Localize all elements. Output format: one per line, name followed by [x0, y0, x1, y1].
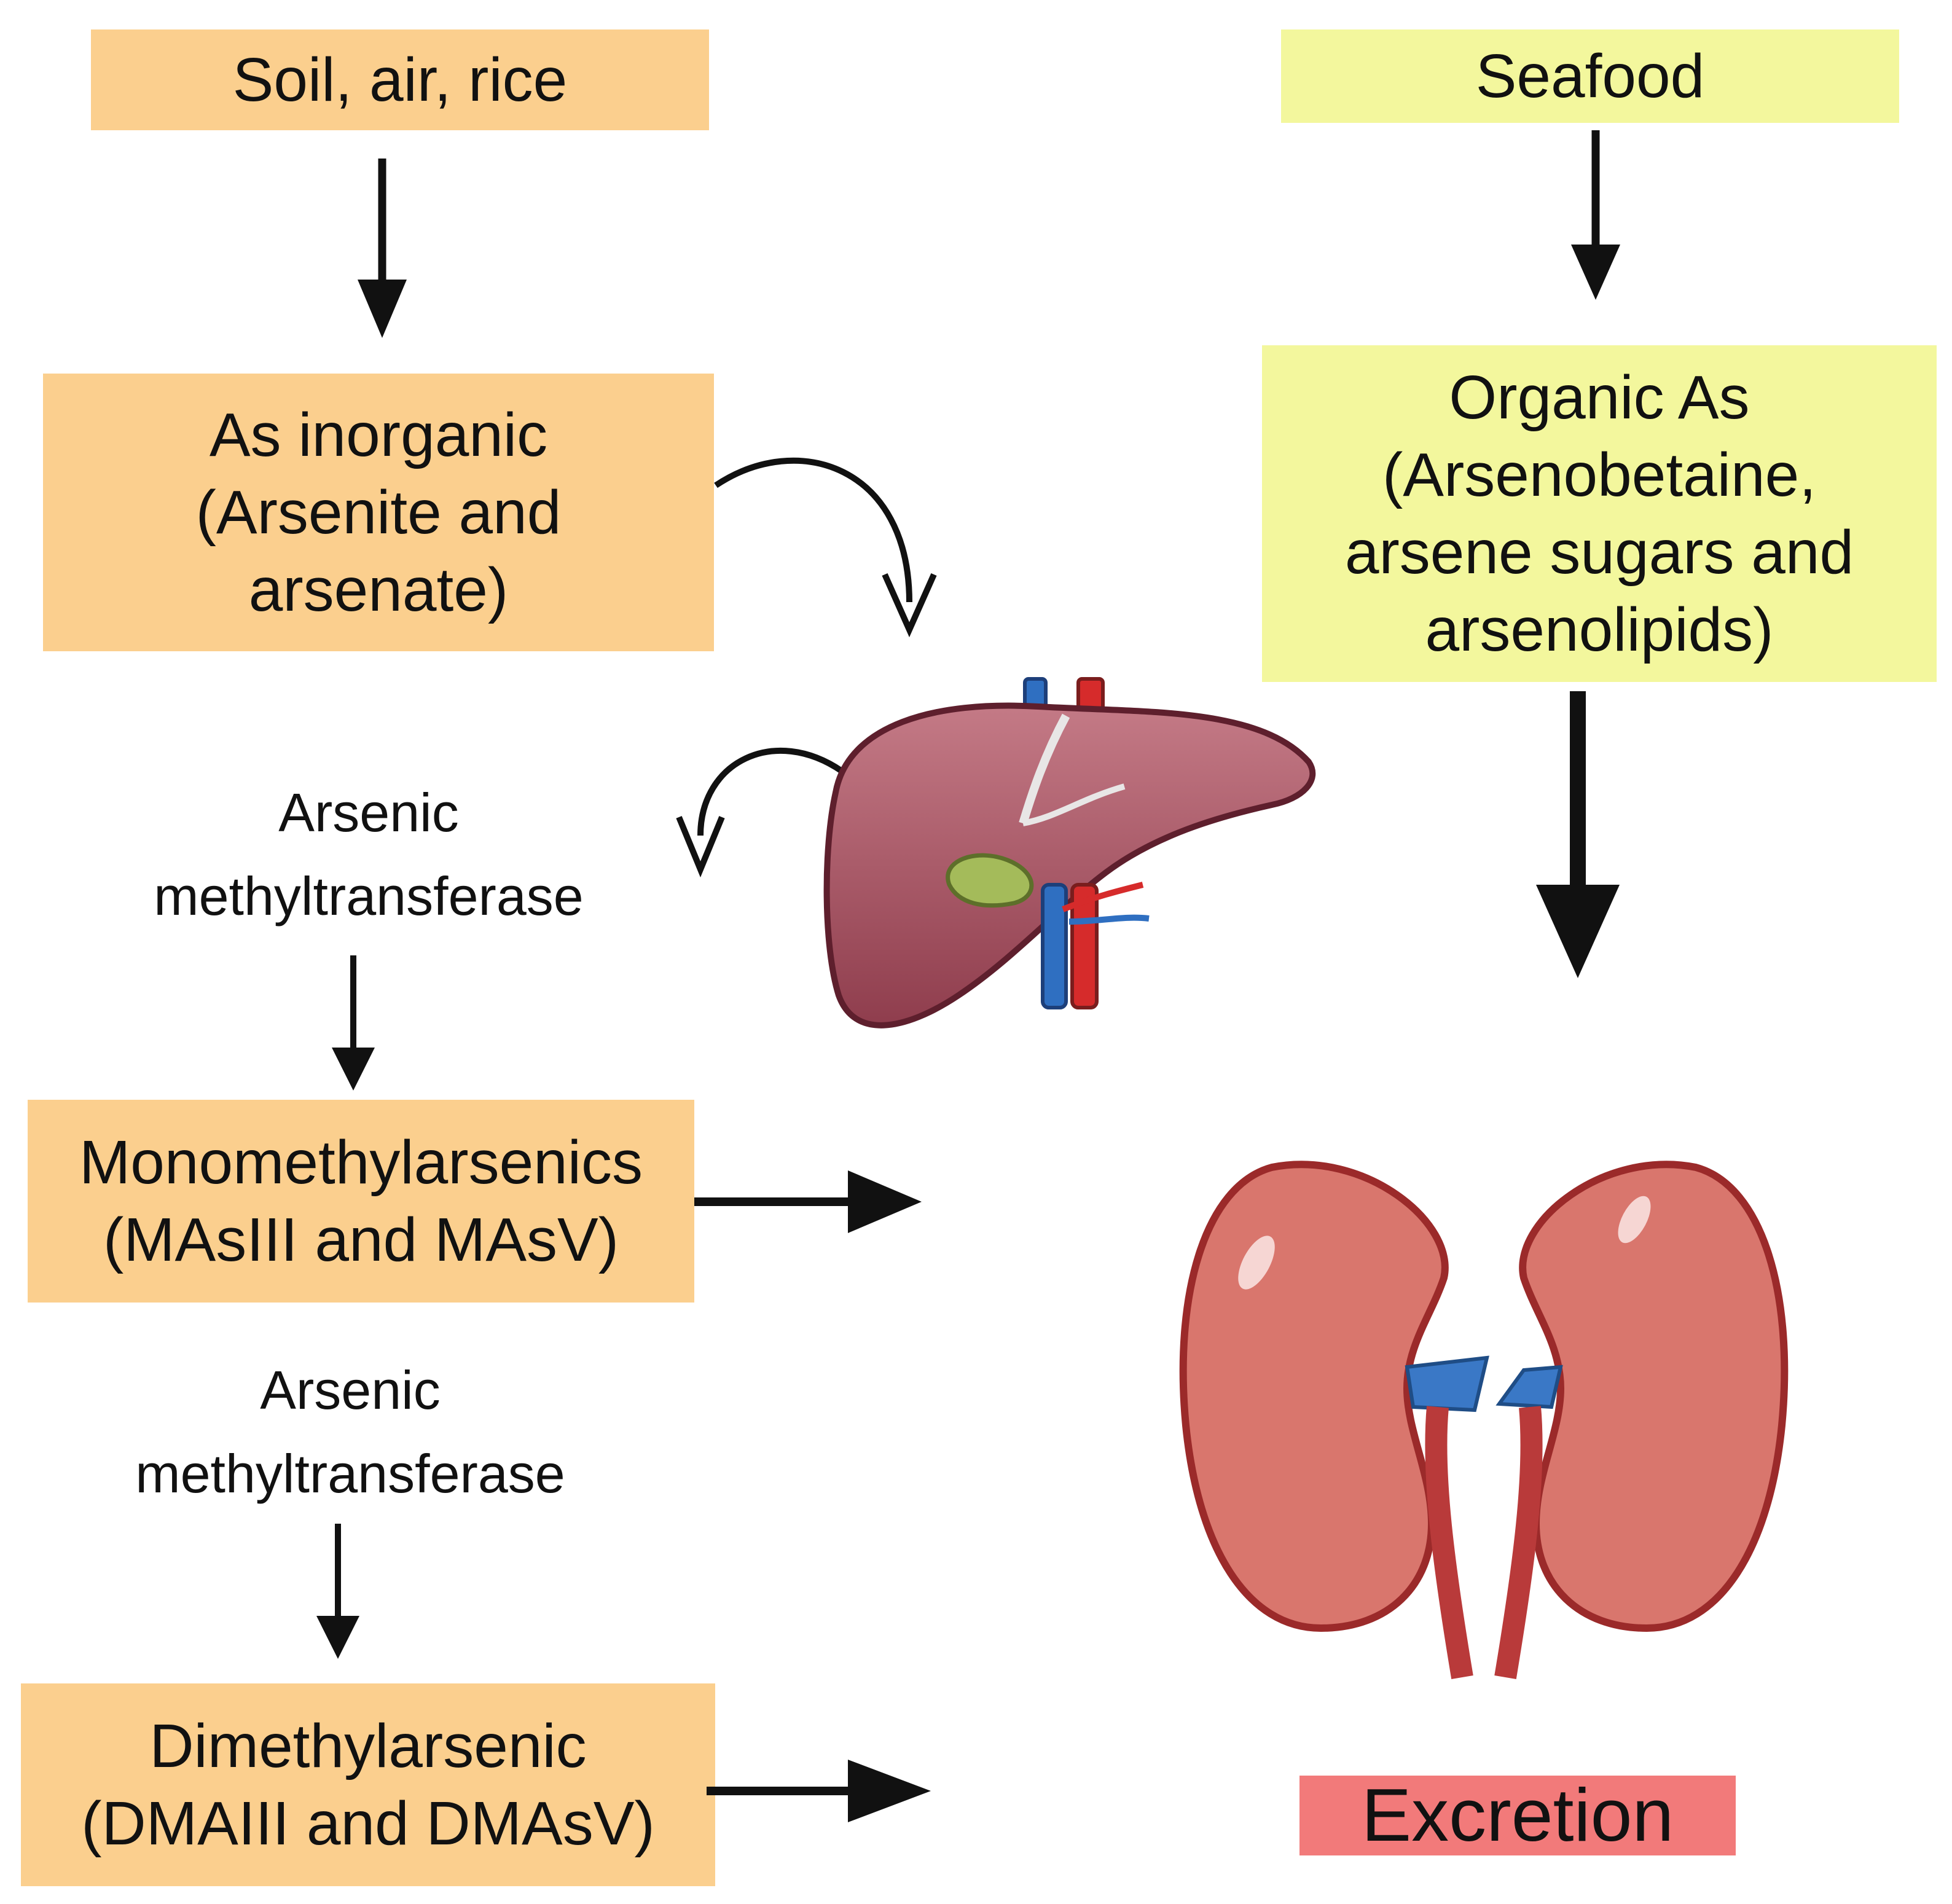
arrow-soil-to-inorganic: [358, 159, 407, 338]
dimethylarsenic-box: Dimethylarsenic (DMAIII and DMAsV): [21, 1683, 715, 1886]
dimethyl-line-2: (DMAIII and DMAsV): [81, 1789, 655, 1858]
seafood-label: Seafood: [1475, 42, 1705, 111]
liver-illustration: [823, 677, 1316, 1028]
arrow-dimethyl-to-kidney: [707, 1760, 931, 1822]
monomethylarsenics-box: Monomethylarsenics (MAsIII and MAsV): [28, 1100, 694, 1303]
organic-line-3: arsene sugars and: [1344, 518, 1854, 587]
arrow-enzyme1-to-mono: [332, 955, 375, 1091]
arrow-seafood-to-organic: [1571, 130, 1620, 300]
arrow-enzyme2-to-dimethyl: [316, 1524, 359, 1659]
soil-air-rice-box: Soil, air, rice: [91, 29, 709, 130]
enzyme-2-line-1: Arsenic: [260, 1360, 441, 1420]
excretion-label: Excretion: [1361, 1773, 1674, 1857]
inorganic-line-3: arsenate): [248, 555, 509, 624]
left-kidney-illustration: [1179, 1161, 1489, 1679]
enzyme-1-line-2: methyltransferase: [154, 866, 584, 927]
arrow-organic-to-excretion: [1536, 691, 1620, 978]
mono-line-2: (MAsIII and MAsV): [103, 1205, 619, 1274]
mono-line-1: Monomethylarsenics: [79, 1128, 643, 1197]
enzyme-label-2: Arsenic methyltransferase: [74, 1349, 627, 1516]
organic-line-4: arsenolipids): [1425, 595, 1774, 664]
enzyme-1-line-1: Arsenic: [278, 782, 459, 843]
excretion-box: Excretion: [1299, 1773, 1736, 1857]
inorganic-line-2: (Arsenite and: [195, 478, 562, 547]
organic-line-2: (Arsenobetaine,: [1382, 441, 1816, 509]
right-kidney-illustration: [1494, 1161, 1789, 1679]
curved-arrow-inorganic-to-liver: [714, 457, 937, 638]
enzyme-label-1: Arsenic methyltransferase: [92, 771, 645, 939]
inorganic-line-1: As inorganic: [209, 401, 548, 469]
inorganic-arsenic-box: As inorganic (Arsenite and arsenate): [43, 374, 714, 651]
seafood-box: Seafood: [1281, 29, 1899, 123]
organic-line-1: Organic As: [1449, 363, 1750, 432]
dimethyl-line-1: Dimethylarsenic: [149, 1712, 587, 1781]
enzyme-2-line-2: methyltransferase: [135, 1443, 565, 1505]
curved-arrow-liver-to-enzyme: [676, 747, 844, 878]
soil-air-rice-label: Soil, air, rice: [232, 45, 568, 114]
organic-arsenic-box: Organic As (Arsenobetaine, arsene sugars…: [1262, 345, 1937, 682]
arrow-mono-to-kidney: [694, 1170, 922, 1233]
